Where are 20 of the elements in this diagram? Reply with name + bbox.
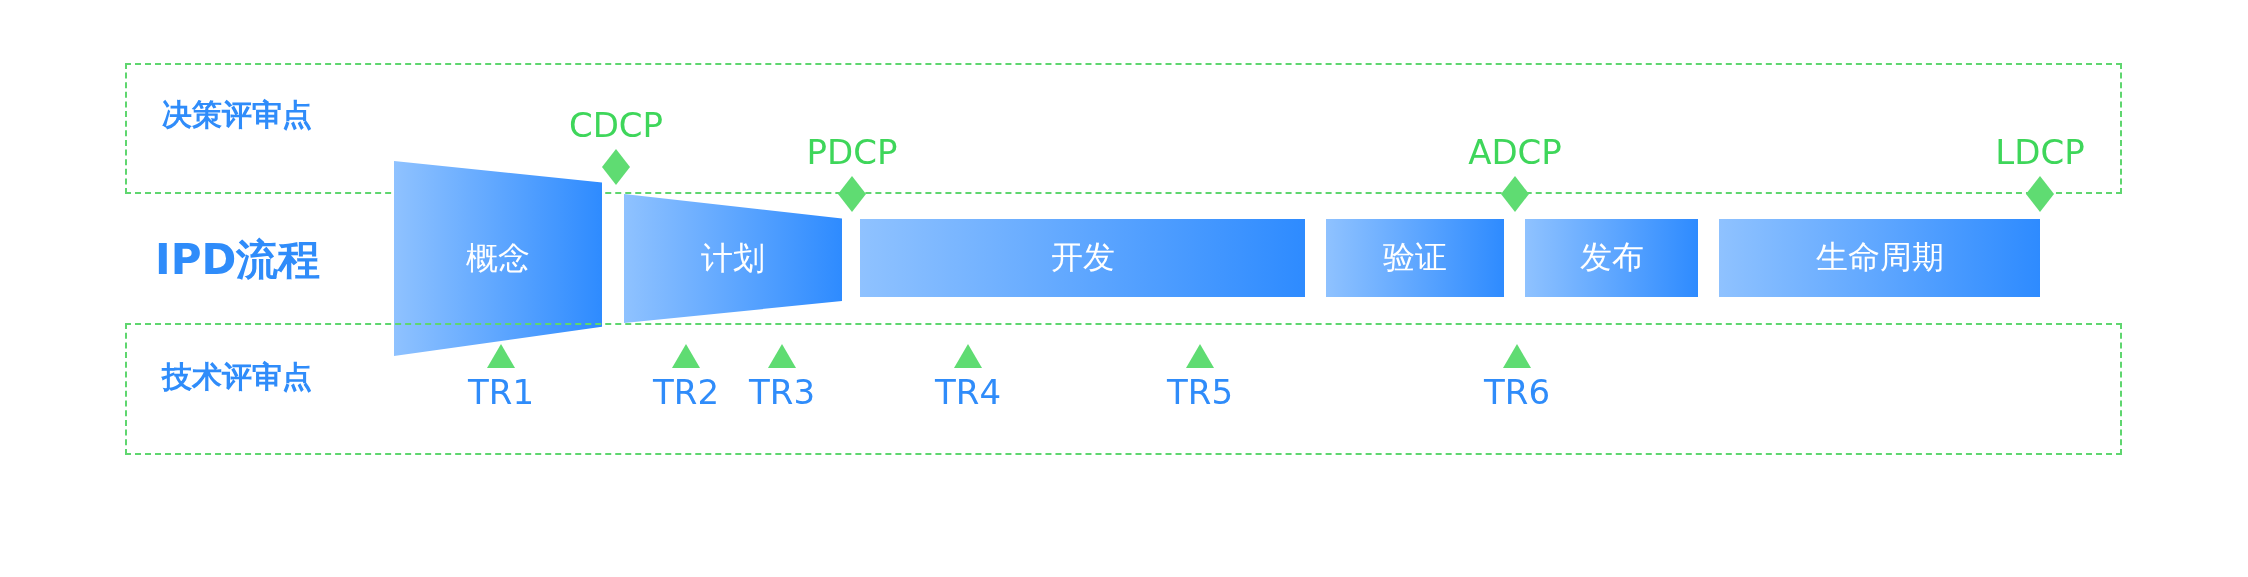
review-label: TR1 xyxy=(468,372,534,412)
band-heading: 技术评审点 xyxy=(162,358,312,396)
milestone-label: ADCP xyxy=(1468,132,1562,172)
milestone-label: CDCP xyxy=(568,105,664,145)
phase-shape: 生命周期 xyxy=(1719,219,2040,297)
review-label: TR4 xyxy=(935,372,1001,412)
dashed-band xyxy=(125,323,2122,455)
phase-shape: 计划 xyxy=(624,194,842,323)
phase-shape: 发布 xyxy=(1525,219,1698,297)
review-label: TR2 xyxy=(653,372,719,412)
review-label: TR3 xyxy=(749,372,815,412)
review-label: TR5 xyxy=(1167,372,1233,412)
review-label: TR6 xyxy=(1484,372,1550,412)
phase-shape: 验证 xyxy=(1326,219,1504,297)
phase-shape: 开发 xyxy=(860,219,1305,297)
band-heading: 决策评审点 xyxy=(162,96,312,134)
row-label: IPD流程 xyxy=(155,234,321,286)
milestone-label: LDCP xyxy=(1995,132,2085,172)
milestone-label: PDCP xyxy=(806,132,898,172)
phase-shape: 概念 xyxy=(394,161,602,356)
